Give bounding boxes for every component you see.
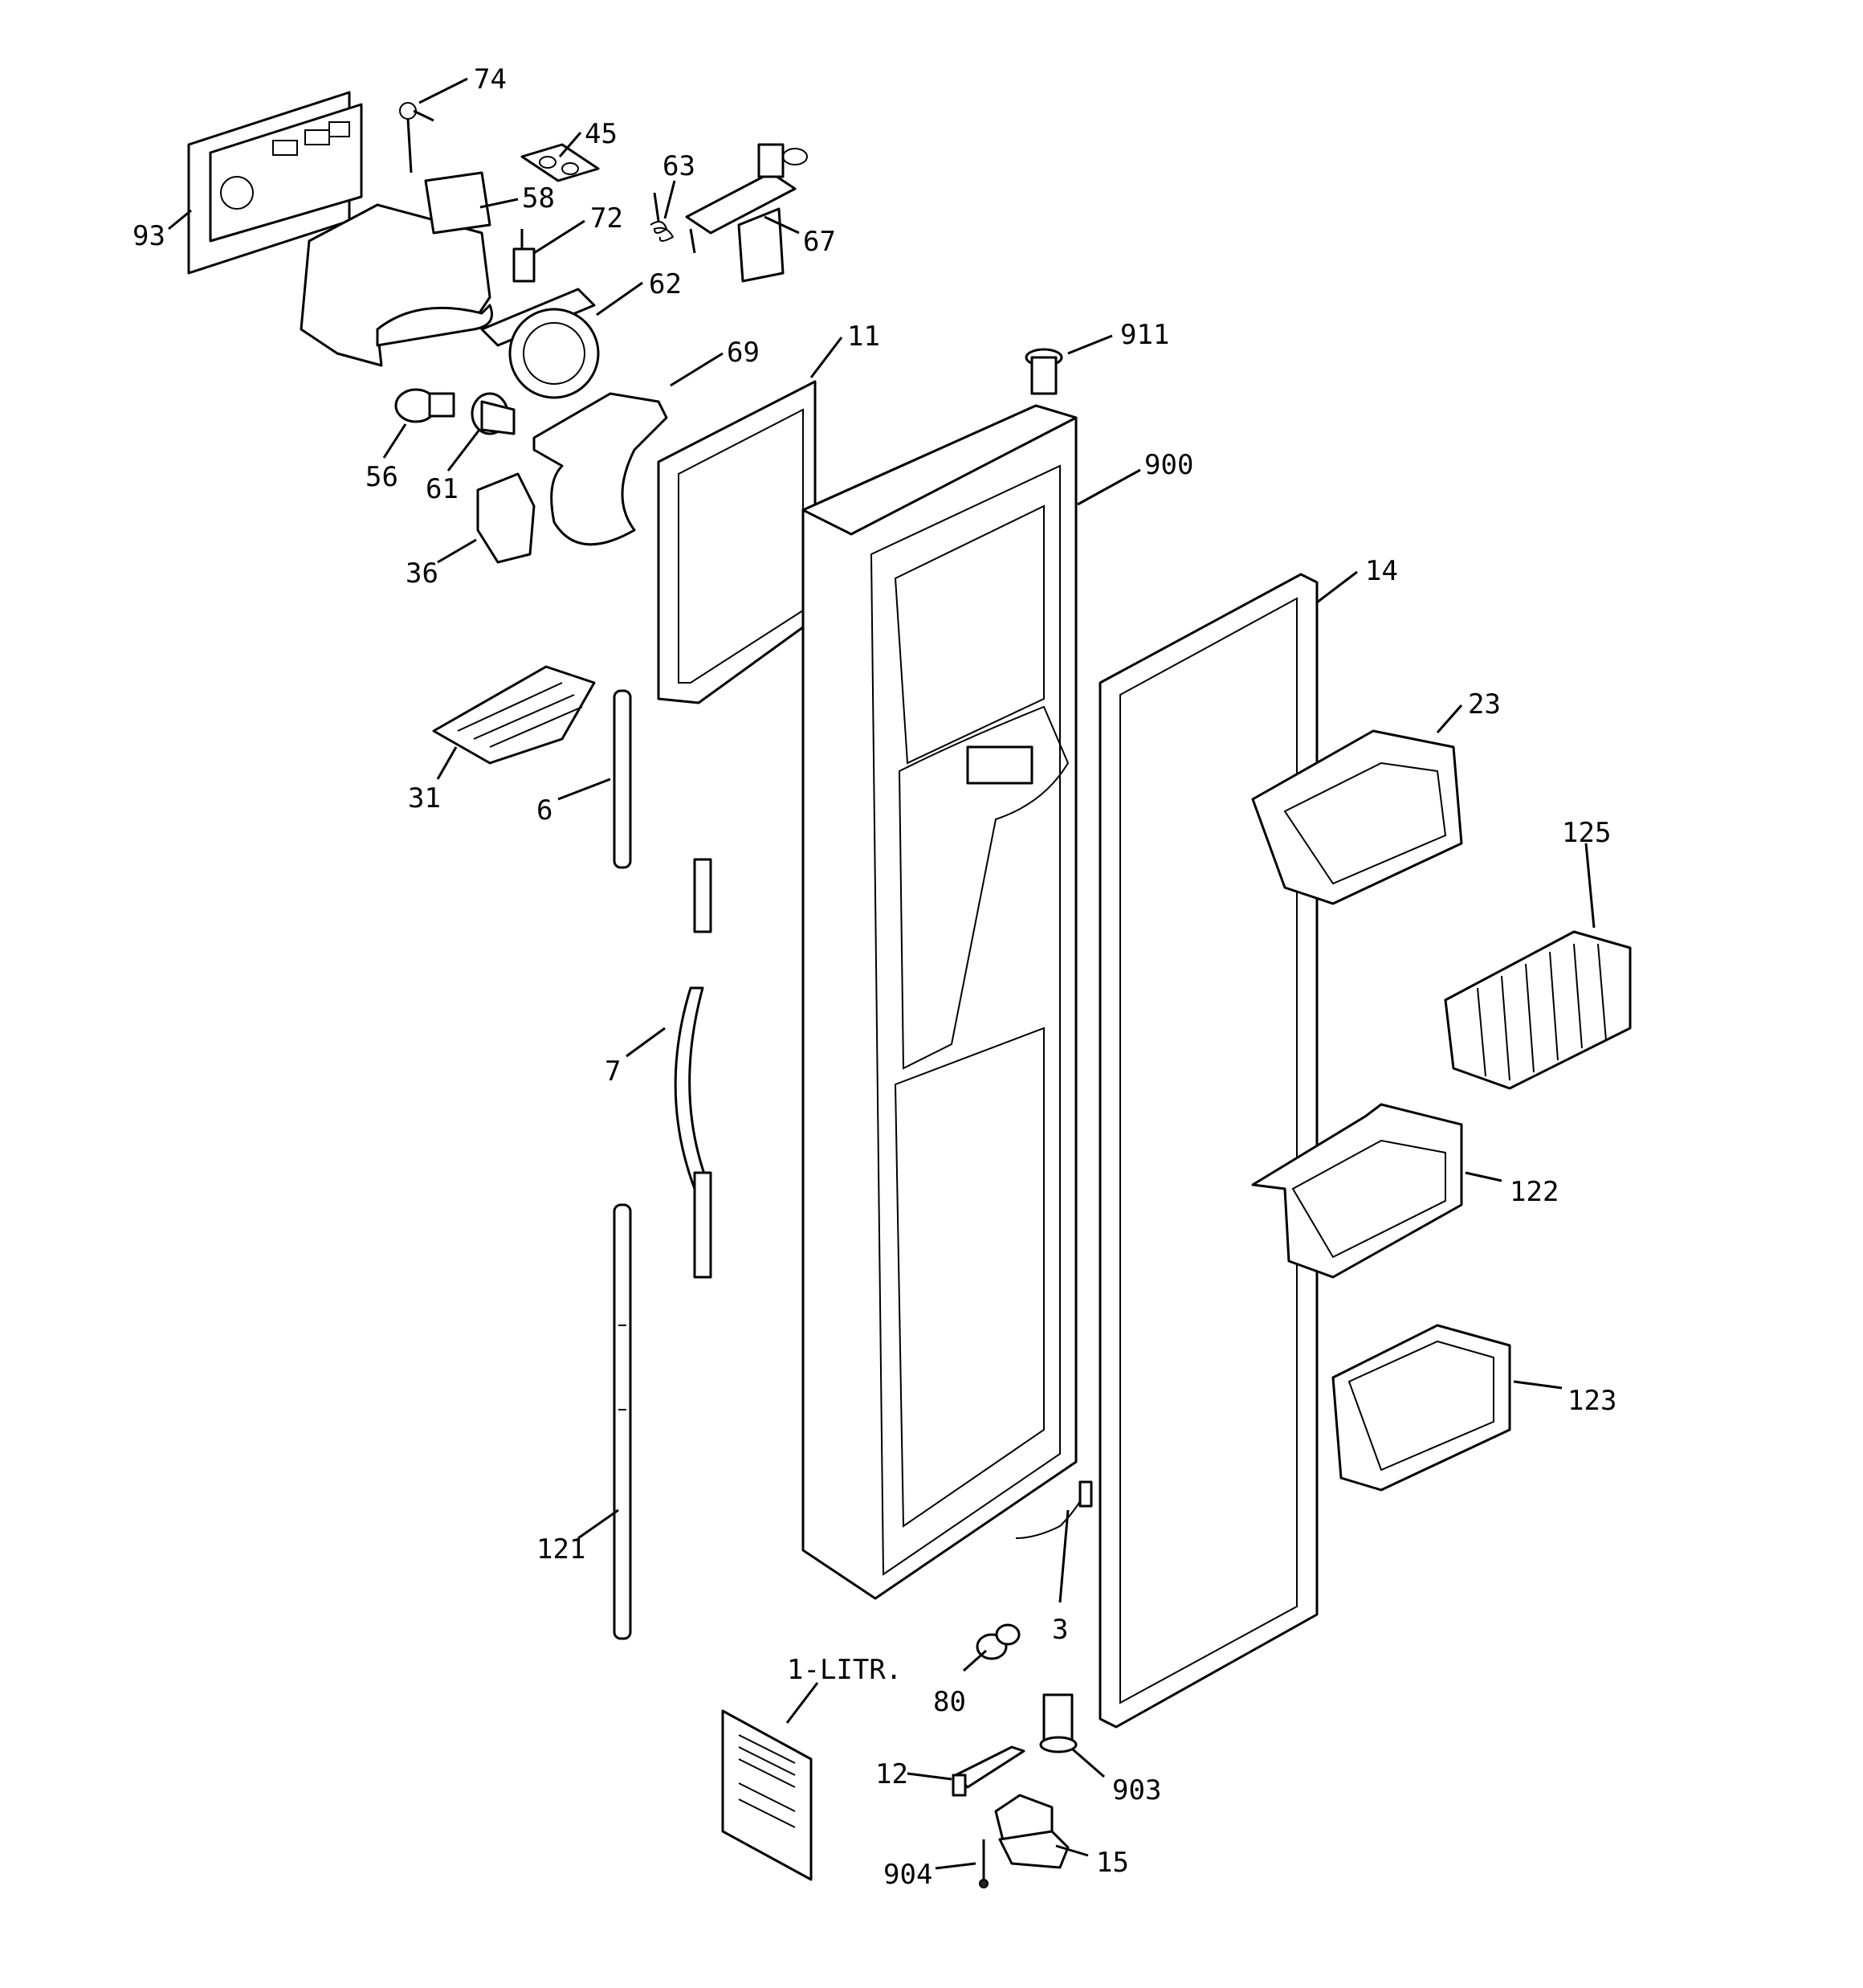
label-93: 93	[132, 220, 165, 252]
label-7: 7	[605, 1055, 621, 1088]
part-23-bin	[1251, 729, 1463, 905]
label-62: 62	[649, 268, 682, 300]
part-7-handle	[674, 858, 712, 1279]
leader-lines	[168, 77, 1596, 1870]
part-903-bushing	[1039, 1693, 1078, 1753]
label-900: 900	[1144, 449, 1193, 481]
label-72: 72	[590, 202, 623, 235]
label-74: 74	[474, 63, 507, 96]
label-6: 6	[536, 794, 552, 827]
part-61-socket	[471, 392, 516, 435]
label-903: 903	[1112, 1774, 1161, 1806]
label-23: 23	[1468, 688, 1501, 720]
label-61: 61	[426, 473, 459, 505]
label-11: 11	[847, 320, 880, 353]
label-67: 67	[803, 226, 836, 258]
label-58: 58	[522, 182, 555, 214]
part-121-trim	[613, 1203, 632, 1640]
label-121: 121	[536, 1533, 585, 1565]
label-14: 14	[1365, 555, 1398, 587]
part-45-plate	[520, 143, 600, 182]
part-93-control-panel	[187, 91, 363, 275]
part-911-bushing	[1025, 348, 1063, 395]
part-1-litr-manual	[721, 1709, 813, 1881]
part-74-spring	[399, 102, 434, 173]
label-63: 63	[662, 150, 695, 182]
label-45: 45	[585, 118, 618, 150]
label-56: 56	[365, 461, 398, 493]
label-911: 911	[1120, 319, 1169, 351]
label-3: 3	[1052, 1614, 1068, 1646]
part-58-housing	[300, 171, 493, 367]
part-67-actuator	[685, 143, 808, 283]
part-31-grille	[432, 665, 596, 765]
part-12-bracket	[952, 1745, 1025, 1797]
part-69-chute	[532, 392, 668, 546]
part-6-trim	[613, 689, 632, 869]
part-125-basket	[1444, 930, 1632, 1090]
part-14-gasket	[1099, 573, 1319, 1729]
label-36: 36	[406, 557, 438, 590]
part-122-bin	[1251, 1103, 1463, 1279]
part-3-harness	[1015, 1480, 1093, 1539]
label-12: 12	[875, 1758, 908, 1790]
label-125: 125	[1562, 817, 1611, 849]
part-900-door	[801, 404, 1078, 1600]
label-15: 15	[1096, 1847, 1129, 1879]
label-80: 80	[933, 1686, 966, 1718]
label-31: 31	[408, 782, 441, 814]
part-904-screw	[979, 1839, 989, 1888]
part-15-hinge	[994, 1794, 1070, 1869]
part-62-ring	[480, 288, 600, 399]
label-904: 904	[883, 1859, 932, 1891]
part-56-lamp	[394, 388, 455, 423]
part-labels: 74 45 63 93 58 72 67 62 11 911 69 56 61 …	[132, 63, 1616, 1891]
label-1-litr: 1-LITR.	[787, 1654, 902, 1686]
part-63-spring	[650, 192, 696, 254]
part-72-switch	[512, 229, 536, 283]
label-122: 122	[1510, 1176, 1559, 1208]
part-36-switch	[476, 472, 536, 564]
label-123: 123	[1567, 1385, 1616, 1417]
label-69: 69	[727, 337, 760, 369]
part-123-bin	[1331, 1324, 1511, 1492]
part-11-frame	[657, 380, 817, 704]
